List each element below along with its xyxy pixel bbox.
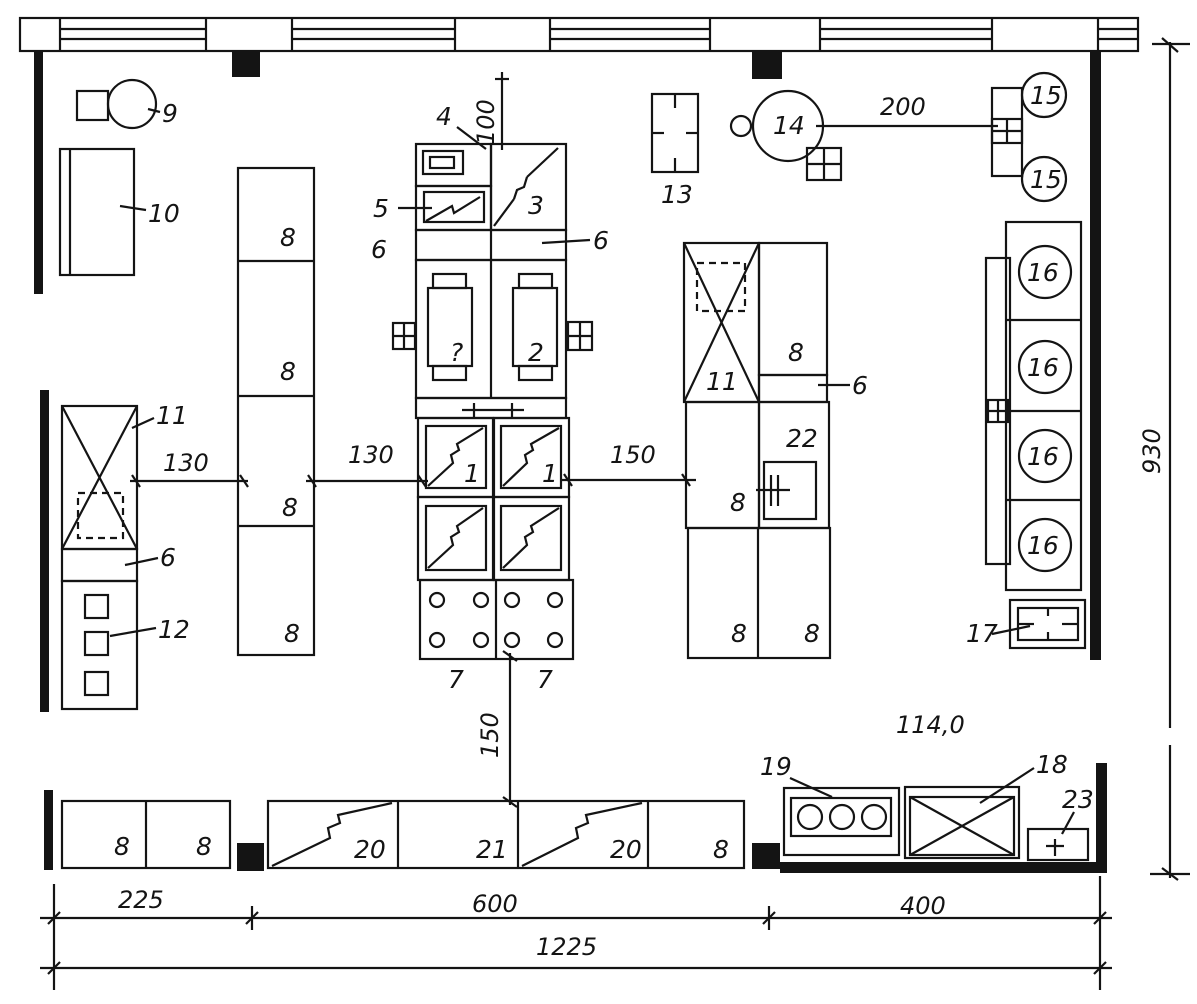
dim-130: 130 [163,449,209,477]
dimension-150-vertical: 150 [476,650,518,808]
label-5: 5 [373,194,389,223]
label-16: 16 [1027,531,1059,560]
label-3: 3 [528,191,544,220]
dim-930: 930 [1138,428,1166,474]
equipment-6-left: 6 [60,543,176,583]
dim-1225: 1225 [536,933,597,961]
label-16: 16 [1027,442,1059,471]
label-7: 7 [448,665,464,694]
column [237,843,264,871]
equipment-12: 12 [60,579,190,711]
label-1: 1 [542,459,558,488]
label-10: 10 [148,199,180,228]
label-12: 12 [158,615,190,644]
label-1: 1 [464,459,480,488]
window-wall-top [18,16,1140,53]
dimension-130-mid: 130 [306,441,428,488]
dimension-100: 100 [472,72,509,150]
label-11: 11 [156,401,188,430]
label-4: 4 [436,102,452,131]
dimension-150-right: 150 [562,441,696,487]
label-9: 9 [162,99,178,128]
dim-200: 200 [880,93,926,121]
label-20: 20 [354,835,386,864]
label-2b: ? [450,338,463,367]
label-8: 8 [730,488,746,517]
label-18: 18 [1036,750,1068,779]
column [232,51,260,77]
label-14: 14 [773,111,805,140]
label-13: 13 [661,180,693,209]
label-23: 23 [1062,785,1094,814]
label-20: 20 [610,835,642,864]
dim-150: 150 [610,441,656,469]
equipment-18: 18 [903,750,1068,860]
equipment-19: 19 [760,752,901,857]
equipment-14: 14 200 [729,89,998,182]
label-2: 2 [528,338,544,367]
label-8: 8 [788,338,804,367]
equipment-10: 10 [58,147,180,277]
label-16: 16 [1027,258,1059,287]
tables-8-column: 8 8 8 8 [236,166,316,657]
central-island: 4 5 3 6 6 ? 2 [371,102,609,694]
label-15: 15 [1030,165,1062,194]
equipment-17: 17 [966,598,1087,650]
label-22: 22 [786,424,818,453]
equipment-15: 15 15 [990,71,1068,203]
dim-150: 150 [476,712,504,758]
equipment-9: 9 [75,78,178,130]
label-8: 8 [713,835,729,864]
column [752,843,780,869]
equipment-13: 13 [650,92,700,209]
right-island: 11 8 6 8 22 8 8 [682,241,868,660]
label-17: 17 [966,619,998,648]
label-19: 19 [760,752,792,781]
label-6: 6 [371,235,387,264]
equipment-8-bottom-left: 8 8 [60,799,232,870]
dim-100: 100 [472,99,500,145]
label-8: 8 [804,619,820,648]
bottom-dimensions: 225 600 400 1225 [40,876,1112,990]
bottom-counter-20-21: 20 21 20 8 [266,799,746,870]
label-11: 11 [706,367,738,396]
walls [34,50,1107,873]
label-16: 16 [1027,353,1059,382]
equipment-16: 16 16 16 16 [984,220,1083,592]
label-8: 8 [280,223,296,252]
label-8: 8 [280,357,296,386]
label-21: 21 [476,835,508,864]
dimension-130-left: 130 [130,449,249,488]
equipment-23: 23 [1026,785,1094,862]
dim-600: 600 [472,890,518,918]
label-15: 15 [1030,81,1062,110]
label-8: 8 [731,619,747,648]
label-8: 8 [114,832,130,861]
label-6: 6 [852,371,868,400]
label-8: 8 [196,832,212,861]
column [752,51,782,79]
label-6: 6 [160,543,176,572]
area-label: 114,0 [896,711,965,739]
dim-130: 130 [348,441,394,469]
dim-400: 400 [900,892,946,920]
label-8: 8 [284,619,300,648]
equipment-11-left: 11 [60,401,188,551]
dimension-930: 930 [1138,37,1190,881]
label-7: 7 [537,665,553,694]
dim-225: 225 [118,886,164,914]
label-8: 8 [282,493,298,522]
label-6: 6 [593,226,609,255]
